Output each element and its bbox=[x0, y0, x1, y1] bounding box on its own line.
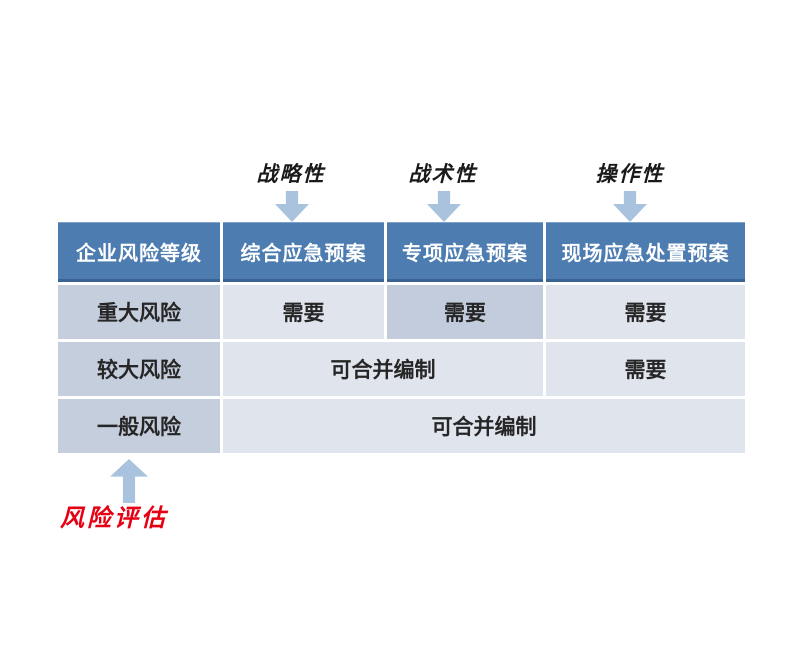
risk-plan-table: 企业风险等级 综合应急预案 专项应急预案 现场应急处置预案 重大风险 需要 需要… bbox=[58, 222, 745, 453]
down-arrow-icon bbox=[613, 191, 647, 222]
label-operational: 操作性 bbox=[595, 162, 665, 186]
risk-assessment-label: 风险评估 bbox=[60, 506, 168, 532]
header-cell-onsite-plan: 现场应急处置预案 bbox=[546, 222, 745, 282]
up-arrow-icon bbox=[110, 459, 148, 503]
row-larger-onsite: 需要 bbox=[546, 342, 745, 396]
header-cell-special-plan: 专项应急预案 bbox=[387, 222, 543, 282]
row-major-special: 需要 bbox=[387, 285, 543, 339]
row-general-merged-cell: 可合并编制 bbox=[223, 399, 745, 453]
row-major-comprehensive: 需要 bbox=[223, 285, 384, 339]
label-tactical: 战术性 bbox=[408, 162, 478, 186]
row-major-risk-level: 重大风险 bbox=[58, 285, 220, 339]
row-major-onsite: 需要 bbox=[546, 285, 745, 339]
row-general-risk-level: 一般风险 bbox=[58, 399, 220, 453]
header-cell-risk-level: 企业风险等级 bbox=[58, 222, 220, 282]
label-strategic: 战略性 bbox=[256, 162, 326, 186]
down-arrow-icon bbox=[427, 191, 461, 222]
down-arrow-icon bbox=[275, 191, 309, 222]
row-larger-merged-cell: 可合并编制 bbox=[223, 342, 543, 396]
header-cell-comprehensive-plan: 综合应急预案 bbox=[223, 222, 384, 282]
row-larger-risk-level: 较大风险 bbox=[58, 342, 220, 396]
